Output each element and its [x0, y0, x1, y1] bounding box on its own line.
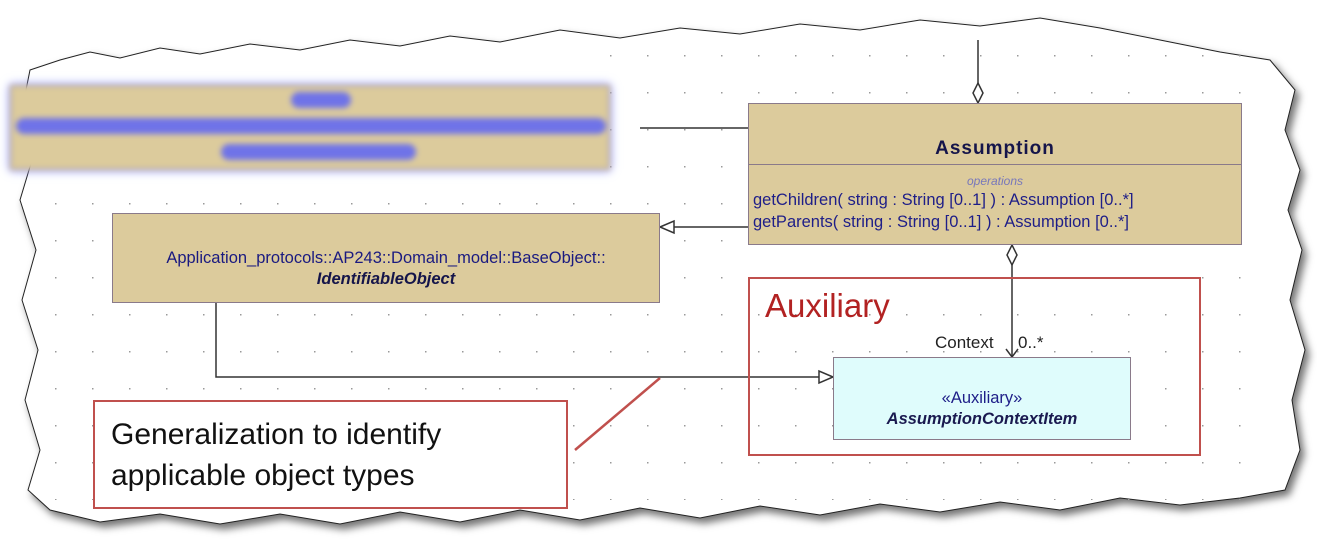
blurred-class-box [10, 85, 610, 170]
class-identifiable-object[interactable]: Application_protocols::AP243::Domain_mod… [112, 213, 660, 303]
callout-note: Generalization to identify applicable ob… [93, 400, 568, 509]
operation: getParents( string : String [0..1] ) : A… [753, 213, 1130, 231]
class-assumption[interactable]: Assumption operations getChildren( strin… [748, 103, 1242, 245]
auxiliary-highlight-box [748, 277, 1201, 456]
association-role: Context [935, 333, 994, 352]
class-qualifier: Application_protocols::AP243::Domain_mod… [166, 249, 606, 267]
auxiliary-label: Auxiliary [765, 287, 890, 324]
blurred-text [291, 92, 351, 108]
class-name: AssumptionContextItem [886, 410, 1078, 428]
association-multiplicity: 0..* [1018, 333, 1044, 352]
blurred-text [16, 118, 606, 134]
class-name: IdentifiableObject [316, 270, 456, 288]
class-assumption-context-item[interactable]: «Auxiliary» AssumptionContextItem [833, 357, 1131, 440]
stereotype: «Auxiliary» [941, 389, 1023, 407]
compartment-label: operations [966, 174, 1024, 188]
compartment-divider [749, 164, 1241, 165]
class-name: Assumption [935, 138, 1055, 159]
operation: getChildren( string : String [0..1] ) : … [753, 191, 1134, 209]
blurred-text [221, 144, 416, 160]
